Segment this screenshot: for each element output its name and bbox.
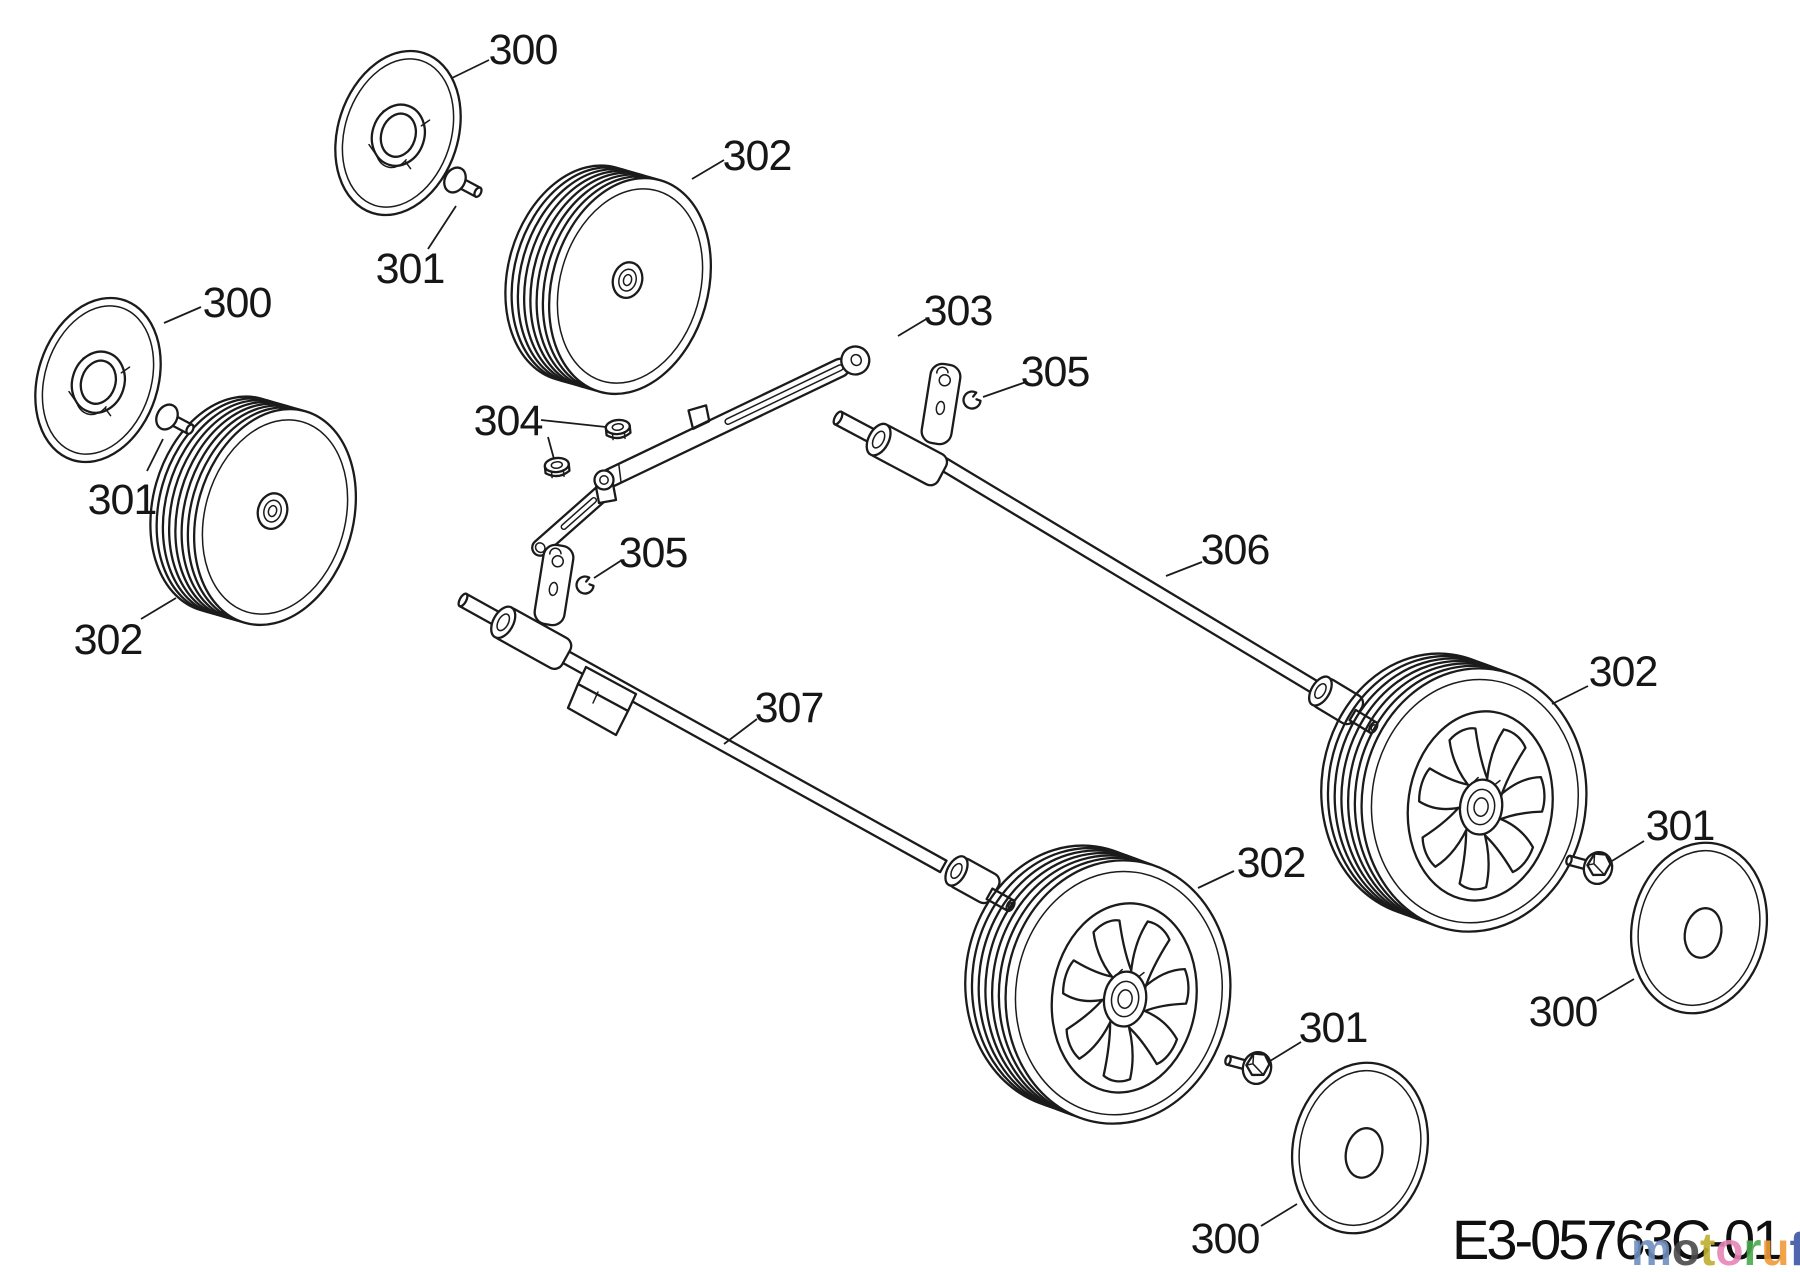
bracket-ear	[595, 471, 617, 504]
leader-line-4	[897, 317, 929, 337]
hubcap-300-bottom	[1275, 1048, 1445, 1248]
leader-line-9	[1165, 561, 1203, 577]
bracket-303	[529, 330, 874, 559]
axle-clip	[568, 667, 636, 735]
part-label-300-17: 300	[1191, 1215, 1260, 1263]
nut-304-a	[603, 417, 633, 442]
wheel-302-right	[1303, 639, 1604, 946]
part-label-305-9: 305	[619, 529, 688, 577]
part-label-300-3: 300	[203, 279, 272, 327]
leader-line-1	[691, 159, 725, 180]
hubcap-300-left	[13, 280, 183, 480]
watermark-letter-3: o	[1715, 1223, 1744, 1272]
leader-line-8	[146, 438, 164, 472]
nut-304-b	[542, 455, 572, 480]
leader-line-16	[1596, 978, 1635, 1002]
leader-line-7	[547, 436, 555, 460]
callout-annotations: 300 302 301 300 303 305 304 301 306 305 302 302 307 3…	[74, 26, 1716, 1263]
wheel-302-top	[479, 145, 737, 415]
part-label-301-16: 301	[1299, 1004, 1368, 1052]
leader-line-5	[982, 381, 1027, 398]
eclip-305-upper	[960, 388, 984, 412]
watermark-motoruf: motoruf.de	[1631, 1226, 1800, 1272]
leader-line-10	[593, 559, 623, 579]
part-label-303-4: 303	[924, 287, 993, 335]
leader-line-2	[427, 205, 457, 250]
part-label-302-14: 302	[1237, 839, 1306, 887]
watermark-letter-5: u	[1761, 1223, 1790, 1272]
leader-line-6	[540, 419, 607, 428]
part-label-307-12: 307	[755, 684, 824, 732]
leader-line-18	[1260, 1203, 1298, 1227]
part-label-302-10: 302	[74, 616, 143, 664]
part-label-300-0: 300	[489, 26, 558, 74]
part-label-301-2: 301	[376, 245, 445, 293]
leader-line-15	[1197, 870, 1235, 889]
axle-307	[450, 541, 1025, 919]
leader-line-0	[451, 59, 490, 79]
watermark-letter-0: m	[1631, 1223, 1672, 1272]
watermark-letter-4: r	[1743, 1223, 1762, 1272]
watermark-letter-1: o	[1671, 1223, 1701, 1272]
diagram-code: E3-05763C-01	[1452, 1208, 1783, 1271]
bolt-301-bottom	[1220, 1042, 1276, 1089]
hubcap-300-right	[1614, 828, 1784, 1028]
part-label-306-8: 306	[1201, 526, 1270, 574]
leader-line-3	[163, 306, 202, 324]
part-label-302-1: 302	[723, 132, 792, 180]
watermark-letter-6: f	[1789, 1223, 1800, 1272]
part-label-301-13: 301	[1646, 802, 1715, 850]
part-label-300-15: 300	[1529, 988, 1598, 1036]
axle-306	[826, 360, 1388, 741]
hubcap-300-top	[313, 33, 483, 233]
leader-line-12	[1551, 685, 1589, 705]
part-label-302-11: 302	[1589, 648, 1658, 696]
leader-line-14	[1611, 840, 1645, 862]
part-label-305-5: 305	[1021, 348, 1090, 396]
leader-line-13	[723, 718, 758, 745]
part-label-301-7: 301	[88, 476, 157, 524]
leader-line-11	[140, 597, 177, 620]
part-label-304-6: 304	[474, 397, 543, 445]
leader-line-17	[1269, 1041, 1302, 1062]
eclip-305-mid	[573, 573, 597, 597]
watermark-letter-2: t	[1700, 1223, 1716, 1272]
